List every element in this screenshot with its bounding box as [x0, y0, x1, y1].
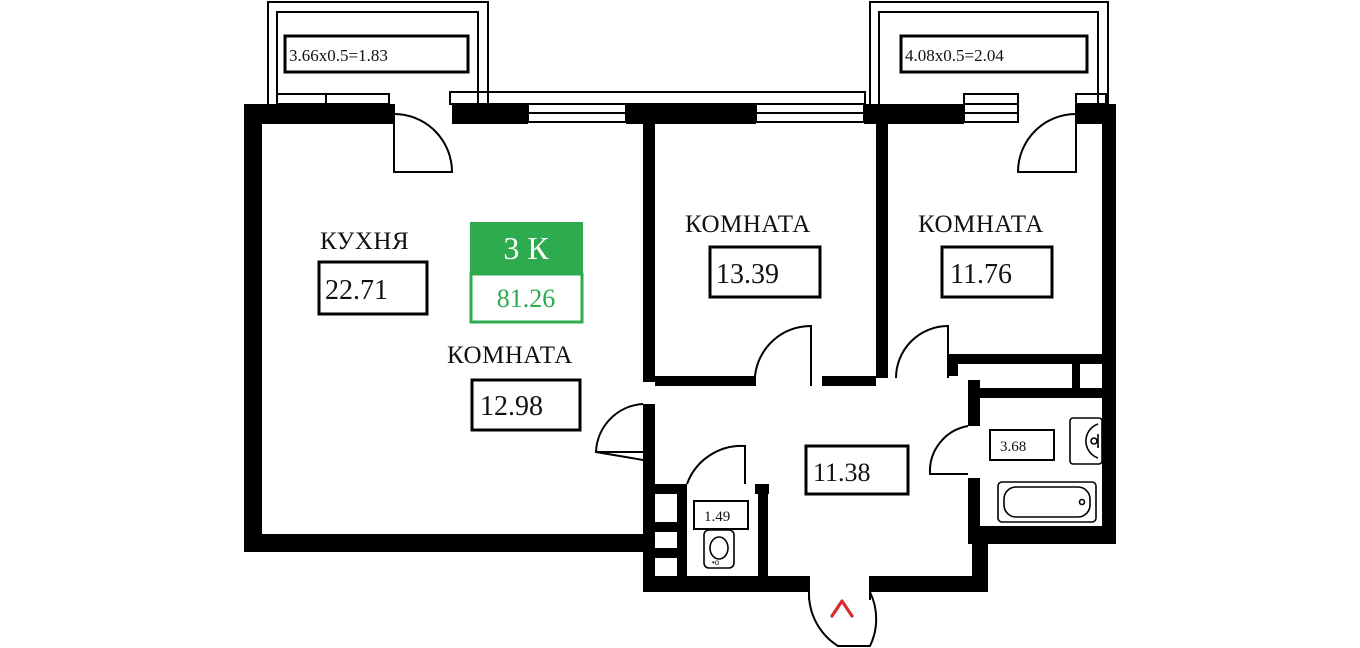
bathtub-icon [997, 481, 1097, 523]
entrance-arrow-icon [830, 599, 854, 618]
kitchen-name: КУХНЯ [320, 228, 409, 255]
wc-area: 1.49 [704, 509, 730, 525]
hall-area: 11.38 [813, 458, 871, 487]
hall-area-box [804, 444, 910, 496]
kitchen-area: 22.71 [325, 275, 388, 306]
door-swings [393, 104, 1077, 647]
wc-area-box [693, 500, 749, 530]
sink-icon [1069, 417, 1103, 465]
bathroom-area-box [989, 429, 1055, 461]
balcony-right-label: 4.08x0.5=2.04 [899, 34, 1089, 74]
living-area: 12.98 [480, 391, 543, 422]
balcony-left-label: 3.66x0.5=1.83 [283, 34, 470, 74]
bedroom1-name: КОМНАТА [685, 211, 811, 238]
bedroom1-area-box [708, 245, 822, 299]
bedroom2-area: 11.76 [950, 259, 1012, 290]
toilet-icon: •o [703, 529, 735, 569]
bathroom-area: 3.68 [1000, 439, 1026, 455]
total-area: 81.26 [497, 284, 556, 313]
apartment-badge: 3 К 81.26 [469, 222, 584, 324]
living-area-box [470, 378, 582, 432]
balcony-right-size: 4.08x0.5=2.04 [905, 46, 1004, 65]
svg-text:•o: •o [712, 558, 720, 567]
walls [244, 104, 1116, 592]
living-name: КОМНАТА [447, 342, 573, 369]
apartment-type: 3 К [503, 230, 549, 266]
bedroom2-name: КОМНАТА [918, 211, 1044, 238]
bedroom2-area-box [940, 245, 1054, 299]
bedroom1-area: 13.39 [716, 259, 779, 290]
kitchen-area-box [317, 260, 429, 316]
balcony-left-size: 3.66x0.5=1.83 [289, 46, 388, 65]
